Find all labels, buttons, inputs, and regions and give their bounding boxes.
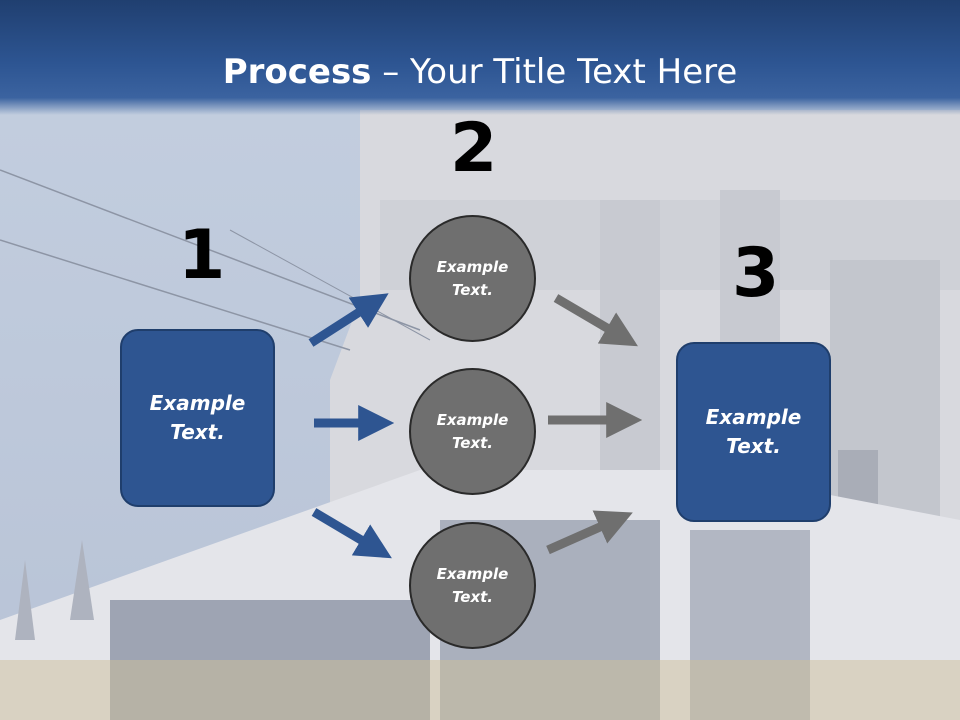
title-bar bbox=[0, 0, 960, 115]
arrow-to-circle-1 bbox=[308, 293, 389, 347]
slide-title: Process – Your Title Text Here bbox=[0, 52, 960, 92]
circle-1: Example Text. bbox=[409, 215, 536, 342]
circle-2: Example Text. bbox=[409, 368, 536, 495]
step-number-1: 1 bbox=[178, 216, 226, 295]
right-box: Example Text. bbox=[676, 342, 831, 522]
title-rest: – Your Title Text Here bbox=[371, 52, 738, 92]
title-bold: Process bbox=[222, 52, 372, 92]
arrow-from-circle-1 bbox=[553, 294, 638, 347]
arrow-to-circle-3 bbox=[311, 508, 392, 559]
step-number-2: 2 bbox=[450, 109, 498, 188]
circle-3: Example Text. bbox=[409, 522, 536, 649]
arrow-from-circle-3 bbox=[546, 510, 633, 555]
left-box: Example Text. bbox=[120, 329, 275, 507]
step-number-3: 3 bbox=[732, 234, 780, 313]
